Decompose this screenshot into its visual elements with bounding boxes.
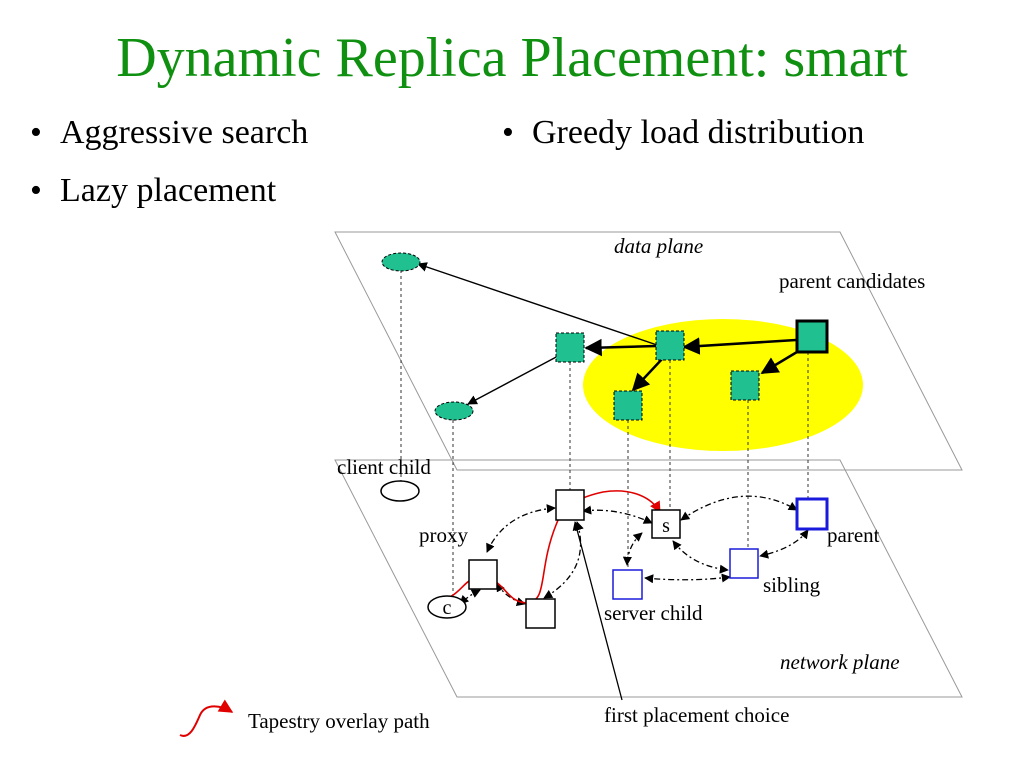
bullet-aggressive-search: • Aggressive search — [30, 116, 308, 150]
arrow-candidate-left — [584, 338, 657, 357]
candidate-node-4 — [730, 370, 760, 401]
bullet-dot: • — [502, 114, 514, 151]
arrow-parent-down — [760, 347, 803, 375]
client-child-label: client child — [337, 455, 431, 479]
network-plane — [334, 459, 963, 698]
candidate-node-1 — [555, 332, 585, 363]
proxy-label: proxy — [419, 523, 468, 547]
arrow-candidate-down — [631, 357, 664, 392]
arrow-to-near-replica — [467, 354, 561, 405]
server-node-label: s — [662, 515, 670, 537]
arrow-to-far-replica — [417, 262, 658, 346]
data-plane — [334, 231, 963, 471]
client-proxy-node — [468, 559, 498, 590]
bullet-greedy-load: • Greedy load distribution — [502, 116, 864, 150]
sibling-node — [729, 548, 759, 579]
legend-label: Tapestry overlay path — [248, 709, 430, 733]
client-node-label: c — [443, 597, 452, 619]
parent-candidates-label: parent candidates — [779, 269, 925, 293]
legend-red-path-icon — [179, 699, 234, 737]
server-child-label: server child — [604, 601, 703, 625]
client-node — [427, 595, 467, 619]
client-child-node — [380, 480, 420, 502]
network-plane-label: network plane — [780, 650, 900, 674]
bullet-text: Lazy placement — [60, 172, 277, 209]
parent-label: parent — [827, 523, 880, 547]
arrow-parent-left — [682, 337, 797, 355]
bullet-lazy-placement: • Lazy placement — [30, 174, 276, 208]
candidate-node-2 — [655, 330, 685, 361]
candidate-node-3 — [613, 390, 643, 421]
parent-candidates-region — [583, 319, 863, 451]
replica-node-near — [434, 401, 474, 421]
first-placement-arrow — [572, 521, 623, 701]
replica-node-far — [381, 252, 421, 272]
bullet-text: Aggressive search — [60, 114, 309, 151]
server-child-node — [612, 569, 643, 600]
slide-title: Dynamic Replica Placement: smart — [116, 27, 908, 89]
first-placement-label: first placement choice — [604, 703, 789, 727]
bullet-dot: • — [30, 114, 42, 151]
intermediate-node — [525, 598, 556, 629]
sibling-label: sibling — [763, 573, 821, 597]
data-plane-label: data plane — [614, 234, 703, 258]
bullet-dot: • — [30, 172, 42, 209]
server-node — [651, 509, 681, 539]
parent-node — [795, 497, 829, 531]
parent-candidate-node — [795, 319, 829, 354]
bullet-text: Greedy load distribution — [532, 114, 865, 151]
proxy-node — [555, 489, 585, 521]
projection-lines — [400, 270, 809, 598]
